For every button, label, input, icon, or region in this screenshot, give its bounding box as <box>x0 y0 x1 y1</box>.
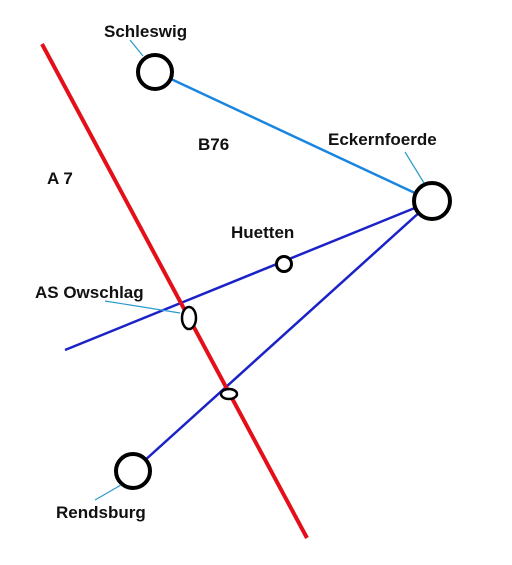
label-schleswig: Schleswig <box>104 22 187 41</box>
town-rendsburg-marker <box>114 452 152 490</box>
motorway-a7 <box>40 43 309 539</box>
road-schleswig-eckernfoerde <box>155 70 433 203</box>
road-owschlag-eckernfoerde <box>64 199 433 352</box>
town-eckernfoerde-marker <box>412 181 452 221</box>
leader-eckernfoerde <box>404 151 425 184</box>
label-a7: A 7 <box>47 169 73 188</box>
label-as-owschlag: AS Owschlag <box>35 283 144 302</box>
leader-schleswig <box>129 39 144 57</box>
label-eckernfoerde: Eckernfoerde <box>328 130 437 149</box>
leader-as-owschlag <box>104 300 181 314</box>
label-huetten: Huetten <box>231 223 294 242</box>
town-schleswig-marker <box>136 53 174 91</box>
label-b76: B76 <box>198 135 229 154</box>
label-rendsburg: Rendsburg <box>56 503 146 522</box>
interchange-rendsburg-road <box>219 387 239 401</box>
interchange-as-owschlag <box>180 305 198 331</box>
town-huetten-marker <box>275 255 293 273</box>
leader-rendsburg <box>94 484 122 501</box>
road-rendsburg-eckernfoerde <box>132 200 433 472</box>
